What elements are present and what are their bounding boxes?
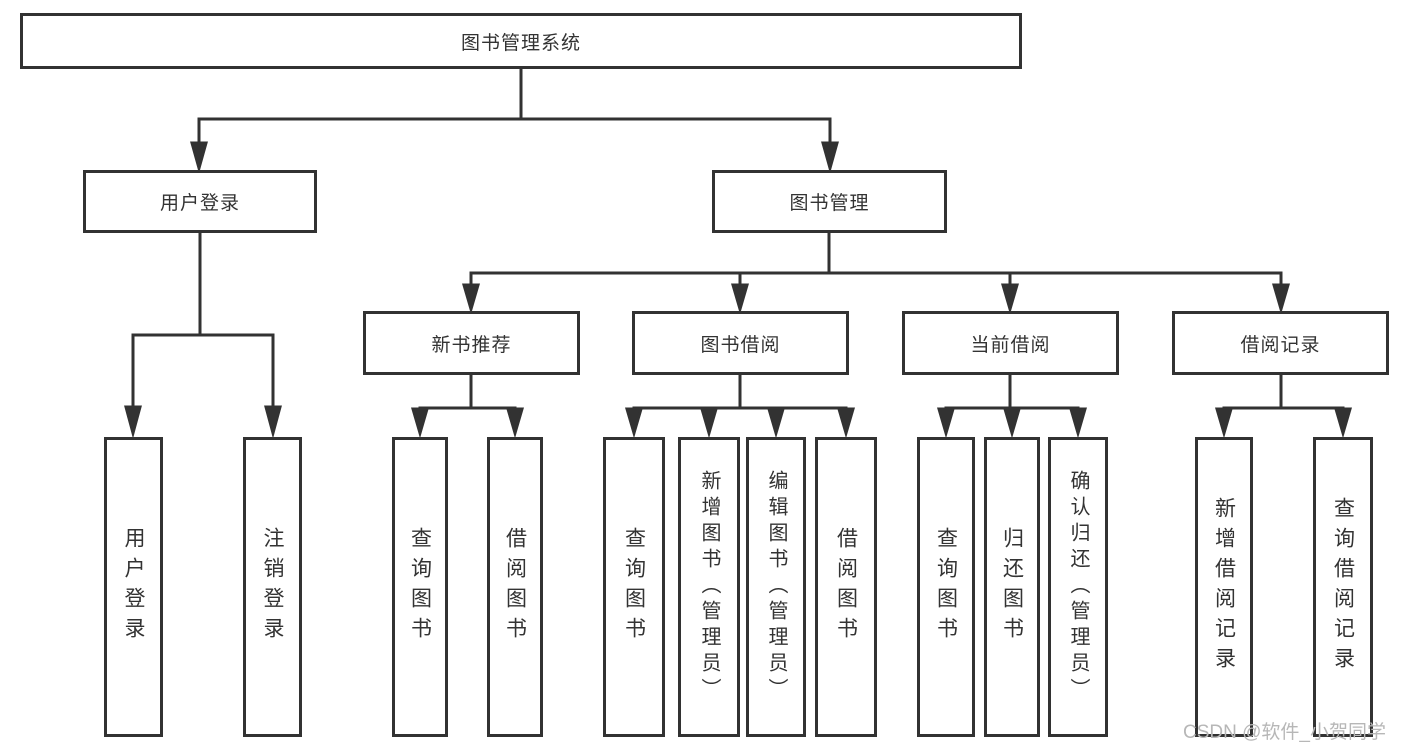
leaf-user-login: 用户登录	[104, 437, 163, 737]
connector-newbook-to-leaves	[411, 375, 524, 439]
node-root: 图书管理系统	[20, 13, 1022, 69]
node-user-login: 用户登录	[83, 170, 317, 233]
connector-manage-to-level3	[462, 233, 1290, 315]
node-book-manage-label: 图书管理	[789, 193, 870, 214]
leaf-borrow-edit-admin: 编辑图书（管理员）	[746, 437, 806, 737]
node-borrow-records: 借阅记录	[1172, 311, 1389, 375]
node-user-login-label: 用户登录	[159, 193, 240, 214]
leaf-newbook-query-label: 查询图书	[408, 527, 432, 647]
leaf-current-return-label: 归还图书	[1000, 527, 1024, 647]
leaf-current-query: 查询图书	[917, 437, 975, 737]
csdn-watermark: CSDN @软件_小贺同学	[1183, 722, 1386, 743]
leaf-current-query-label: 查询图书	[934, 527, 958, 647]
leaf-borrow-add-admin-label: 新增图书（管理员）	[698, 470, 720, 704]
connector-current-to-leaves	[937, 375, 1087, 439]
connector-borrow-to-leaves	[625, 375, 855, 439]
node-current-borrow: 当前借阅	[902, 311, 1119, 375]
leaf-records-add: 新增借阅记录	[1195, 437, 1253, 737]
leaf-logout: 注销登录	[243, 437, 302, 737]
leaf-current-confirm-admin: 确认归还（管理员）	[1048, 437, 1108, 737]
leaf-records-query: 查询借阅记录	[1313, 437, 1373, 737]
leaf-logout-label: 注销登录	[261, 527, 284, 647]
connector-login-to-leaves	[124, 233, 282, 439]
leaf-user-login-label: 用户登录	[122, 527, 145, 647]
leaf-current-confirm-admin-label: 确认归还（管理员）	[1067, 470, 1089, 704]
leaf-borrow-query-label: 查询图书	[622, 527, 646, 647]
connector-root-to-level2	[190, 69, 839, 174]
leaf-records-query-label: 查询借阅记录	[1331, 497, 1355, 677]
leaf-current-return: 归还图书	[984, 437, 1040, 737]
node-root-label: 图书管理系统	[460, 32, 581, 54]
leaf-borrow-edit-admin-label: 编辑图书（管理员）	[765, 470, 787, 704]
node-newbook-recommend-label: 新书推荐	[431, 334, 512, 356]
node-borrow-records-label: 借阅记录	[1240, 334, 1321, 356]
connector-records-to-leaves	[1215, 375, 1352, 439]
leaf-borrow-borrow: 借阅图书	[815, 437, 877, 737]
leaf-borrow-borrow-label: 借阅图书	[834, 527, 858, 647]
node-book-borrow-label: 图书借阅	[700, 334, 781, 356]
node-newbook-recommend: 新书推荐	[363, 311, 580, 375]
leaf-newbook-query: 查询图书	[392, 437, 448, 737]
leaf-borrow-add-admin: 新增图书（管理员）	[678, 437, 740, 737]
leaf-borrow-query: 查询图书	[603, 437, 665, 737]
node-current-borrow-label: 当前借阅	[970, 334, 1051, 356]
node-book-borrow: 图书借阅	[632, 311, 849, 375]
leaf-newbook-borrow-label: 借阅图书	[503, 527, 527, 647]
node-book-manage: 图书管理	[712, 170, 947, 233]
leaf-records-add-label: 新增借阅记录	[1212, 497, 1236, 677]
leaf-newbook-borrow: 借阅图书	[487, 437, 543, 737]
